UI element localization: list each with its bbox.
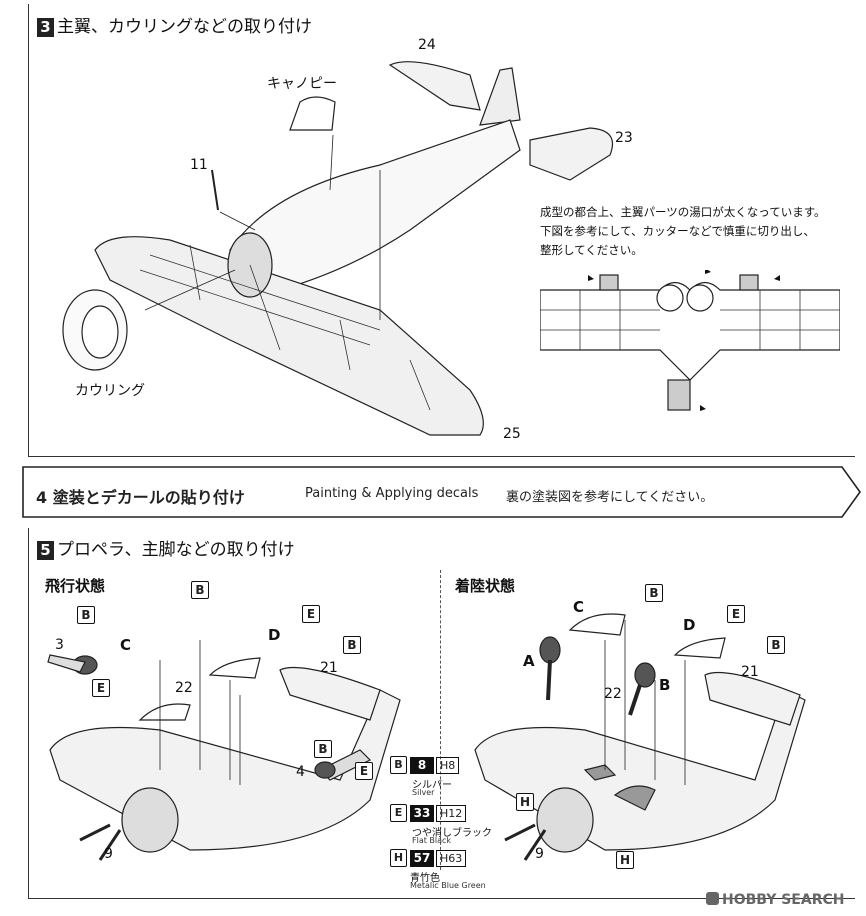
landing-part-9: 9 (535, 846, 544, 862)
legend-code: H63 (436, 849, 467, 867)
landing-label-H2: H (616, 851, 634, 869)
legend-en: Silver (412, 788, 435, 797)
legend-number: 33 (410, 804, 434, 822)
legend-letter: B (390, 756, 407, 774)
landing-part-D: D (683, 616, 696, 634)
part-23-label: 23 (615, 130, 633, 146)
legend-number: 57 (410, 849, 434, 867)
step4-english: Painting & Applying decals (305, 486, 479, 501)
part-11-label: 11 (190, 157, 208, 173)
landing-part-B3: B (659, 676, 671, 694)
flight-label-B4: B (314, 740, 332, 758)
step4-note: 裏の塗装図を参考にしてください。 (506, 490, 714, 505)
step5-panel (28, 528, 855, 899)
legend-letter: H (390, 849, 407, 867)
step4-banner-frame (22, 466, 861, 518)
gate-note-line3: 整形してください。 (540, 243, 643, 257)
watermark-logo-icon (706, 892, 719, 905)
landing-state-illustration (474, 613, 806, 861)
step3-panel (28, 4, 855, 457)
legend-row-silver: B 8 H8 (390, 756, 460, 774)
flight-part-D: D (268, 626, 281, 644)
step3-assembly-illustration (62, 61, 614, 436)
flight-part-C: C (120, 636, 132, 654)
flight-part-4: 4 (296, 764, 305, 780)
gate-note-line1: 成型の都合上、主翼パーツの湯口が太くなっています。 (540, 205, 826, 219)
watermark-text: HOBBY SEARCH (722, 892, 845, 908)
step5-number: 5 (37, 541, 54, 560)
step4-title: 4 塗装とデカールの貼り付け (36, 488, 245, 507)
flight-landing-divider (440, 570, 441, 870)
flight-part-22: 22 (175, 680, 193, 696)
landing-part-22: 22 (604, 686, 622, 702)
flight-part-3: 3 (55, 637, 64, 653)
gate-note-line2: 下図を参考にして、カッターなどで慎重に切り出し、 (540, 224, 815, 238)
legend-code: H12 (436, 804, 467, 822)
landing-part-C: C (573, 598, 585, 616)
landing-part-21: 21 (741, 664, 759, 680)
landing-label-B2: B (767, 636, 785, 654)
flight-label-E2: E (302, 605, 320, 623)
step5-title-text: プロペラ、主脚などの取り付け (57, 540, 295, 560)
step3-title-text: 主翼、カウリングなどの取り付け (57, 17, 312, 37)
flight-label-E1: E (92, 679, 110, 697)
landing-label-B1: B (645, 584, 663, 602)
flight-part-9: 9 (104, 846, 113, 862)
flight-label-B1: B (77, 606, 95, 624)
legend-jp: 青竹色 (410, 873, 440, 884)
legend-jp: シルバー (412, 780, 452, 791)
flight-label-B2: B (191, 581, 209, 599)
flight-part-21: 21 (320, 660, 338, 676)
legend-code: H8 (436, 756, 460, 774)
hobby-search-watermark: HOBBY SEARCH (706, 892, 844, 908)
canopy-label: キャノピー (267, 76, 337, 92)
legend-letter: E (390, 804, 407, 822)
part-24-label: 24 (418, 37, 436, 53)
legend-number: 8 (410, 756, 434, 774)
flight-state-illustration (47, 640, 401, 861)
part-25-label: 25 (503, 426, 521, 442)
cowling-label: カウリング (75, 383, 145, 399)
legend-row-flat-black: E 33 H12 (390, 804, 467, 822)
landing-state-title: 着陸状態 (455, 577, 516, 595)
landing-label-H1: H (516, 793, 534, 811)
gate-note: 成型の都合上、主翼パーツの湯口が太くなっています。 下図を参考にして、カッターな… (540, 203, 826, 260)
flight-state-title: 飛行状態 (45, 577, 106, 595)
legend-jp: つや消しブラック (412, 828, 492, 839)
legend-row-blue-green: H 57 H63 (390, 849, 467, 867)
legend-en: Metalic Blue Green (410, 881, 486, 890)
legend-en: Flat Black (412, 836, 452, 845)
flight-label-E3: E (355, 762, 373, 780)
step3-number: 3 (37, 18, 54, 37)
landing-label-E: E (727, 605, 745, 623)
flight-label-B3: B (343, 636, 361, 654)
gate-detail-diagram (540, 270, 840, 411)
landing-part-A: A (523, 652, 535, 670)
